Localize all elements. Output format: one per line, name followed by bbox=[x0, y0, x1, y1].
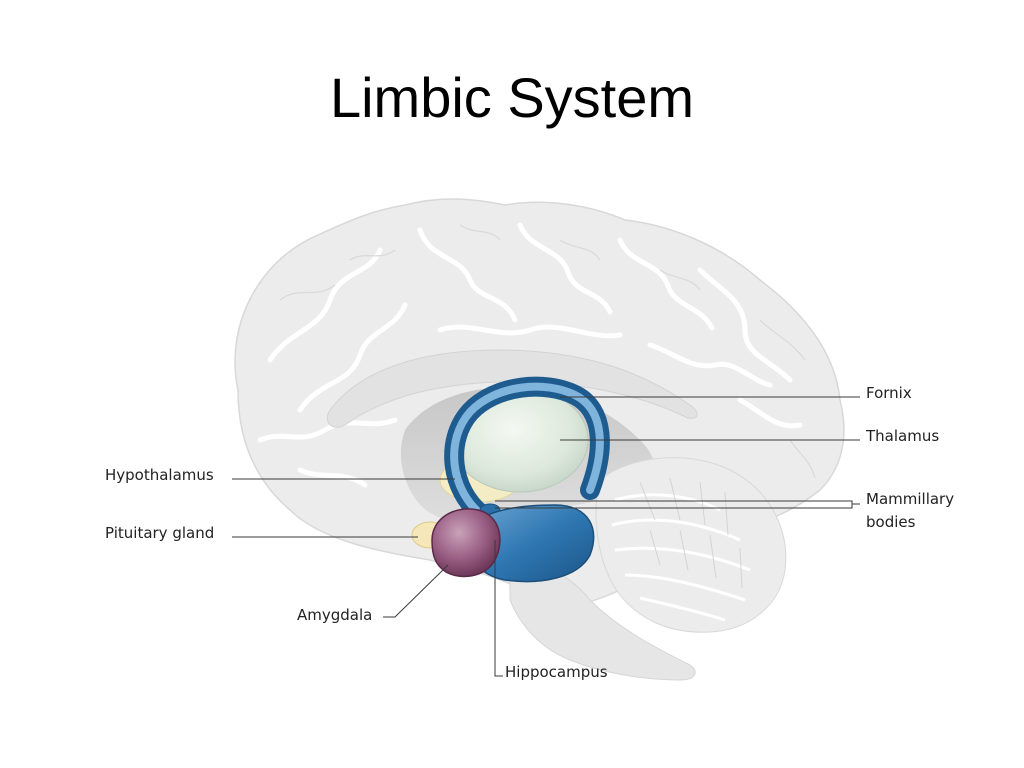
slide-title: Limbic System bbox=[329, 66, 695, 129]
label-hippocampus: Hippocampus bbox=[505, 663, 608, 681]
amygdala-leader bbox=[383, 564, 449, 618]
label-fornix: Fornix bbox=[866, 384, 912, 402]
label-thalamus: Thalamus bbox=[865, 427, 939, 445]
hippocampus-region bbox=[467, 504, 595, 583]
label-amygdala: Amygdala bbox=[297, 606, 372, 624]
hippocampus-leader bbox=[494, 540, 503, 677]
label-mammillary-line1: Mammillary bbox=[866, 490, 954, 508]
label-pituitary-gland: Pituitary gland bbox=[105, 524, 214, 542]
amygdala-region bbox=[431, 508, 501, 578]
label-mammillary-line2: bodies bbox=[866, 513, 916, 531]
leader-lines bbox=[232, 396, 860, 677]
brainstem bbox=[509, 559, 696, 681]
label-hypothalamus: Hypothalamus bbox=[105, 466, 214, 484]
